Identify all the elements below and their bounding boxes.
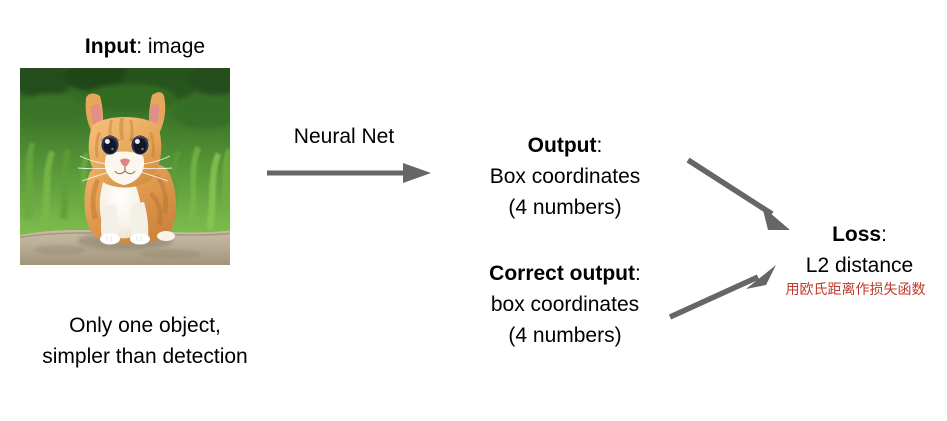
output-block: Output: Box coordinates (4 numbers) bbox=[440, 130, 690, 223]
output-line-2: Box coordinates bbox=[489, 165, 641, 188]
loss-annotation-chinese: 用欧氏距离作损失函数 bbox=[785, 282, 926, 298]
output-line-3: (4 numbers) bbox=[508, 196, 622, 219]
output-heading-rest: : bbox=[596, 134, 603, 157]
correct-output-line-2: box coordinates bbox=[490, 293, 640, 316]
correct-output-heading-rest: : bbox=[634, 262, 641, 285]
input-title-bold: Input bbox=[84, 35, 137, 58]
input-title-rest: : image bbox=[136, 35, 206, 58]
input-title: Input: image bbox=[0, 32, 290, 61]
arrow-output-to-loss bbox=[686, 157, 806, 238]
correct-output-line-3: (4 numbers) bbox=[508, 324, 622, 347]
arrow-correct-output-to-loss bbox=[668, 255, 788, 325]
neural-net-label: Neural Net bbox=[293, 125, 395, 148]
caption-line-1: Only one object, bbox=[69, 314, 221, 337]
arrow-input-to-output bbox=[265, 158, 435, 188]
loss-heading-bold: Loss bbox=[832, 223, 882, 246]
output-heading: Output: bbox=[440, 130, 690, 161]
loss-heading: Loss: bbox=[772, 219, 947, 250]
image-caption: Only one object, simpler than detection bbox=[0, 310, 290, 372]
loss-line-2: L2 distance bbox=[805, 254, 914, 277]
input-image-kitten bbox=[20, 68, 230, 265]
loss-block: Loss: L2 distance bbox=[772, 219, 947, 281]
caption-line-2: simpler than detection bbox=[42, 345, 248, 368]
kitten-illustration bbox=[20, 68, 230, 265]
loss-heading-rest: : bbox=[881, 223, 887, 246]
correct-output-block: Correct output: box coordinates (4 numbe… bbox=[440, 258, 690, 351]
output-heading-bold: Output bbox=[527, 134, 597, 157]
correct-output-heading: Correct output: bbox=[440, 258, 690, 289]
correct-output-heading-bold: Correct output bbox=[489, 262, 635, 285]
